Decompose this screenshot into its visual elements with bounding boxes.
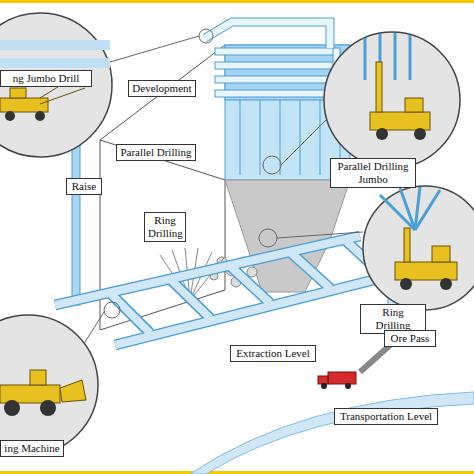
label-box: Development xyxy=(128,80,196,97)
label-text: Transportation Level xyxy=(338,410,434,423)
label-box: ng Jumbo Drill xyxy=(0,70,92,87)
extraction-drifts xyxy=(55,236,405,345)
label-text: Raise xyxy=(70,180,98,193)
label-text: Development xyxy=(132,82,192,95)
label-box: Extraction Level xyxy=(230,345,316,362)
label-box: ing Machine xyxy=(0,440,64,457)
callout-circle xyxy=(363,186,474,310)
frame-bar xyxy=(0,0,474,3)
label-text: Ring Drilling xyxy=(364,306,422,332)
callout-circle xyxy=(0,13,112,157)
label-box: Transportation Level xyxy=(334,408,438,425)
callout-circle xyxy=(324,32,460,168)
label-box: Parallel Drilling xyxy=(116,144,196,161)
label-text: ng Jumbo Drill xyxy=(4,72,88,85)
label-text: Ore Pass xyxy=(388,332,432,345)
label-box: Raise xyxy=(66,178,102,195)
label-box: Ore Pass xyxy=(384,330,436,347)
frame-bar xyxy=(0,471,474,474)
transport-drift xyxy=(190,392,474,474)
label-text: Parallel Drilling Jumbo xyxy=(334,160,412,186)
development-drift xyxy=(205,22,330,48)
raise-shaft xyxy=(72,130,80,305)
label-box: Ring Drilling xyxy=(144,212,186,242)
callout-circle xyxy=(0,315,98,455)
label-text: Extraction Level xyxy=(234,347,312,360)
label-text: ing Machine xyxy=(4,442,60,455)
drilling-drifts xyxy=(215,48,340,97)
development-drift xyxy=(205,22,330,48)
leader-line xyxy=(80,29,363,350)
label-text: Ring Drilling xyxy=(148,214,182,240)
label-box: Parallel Drilling Jumbo xyxy=(330,158,416,188)
label-text: Parallel Drilling xyxy=(120,146,192,159)
haul-truck xyxy=(318,372,356,389)
